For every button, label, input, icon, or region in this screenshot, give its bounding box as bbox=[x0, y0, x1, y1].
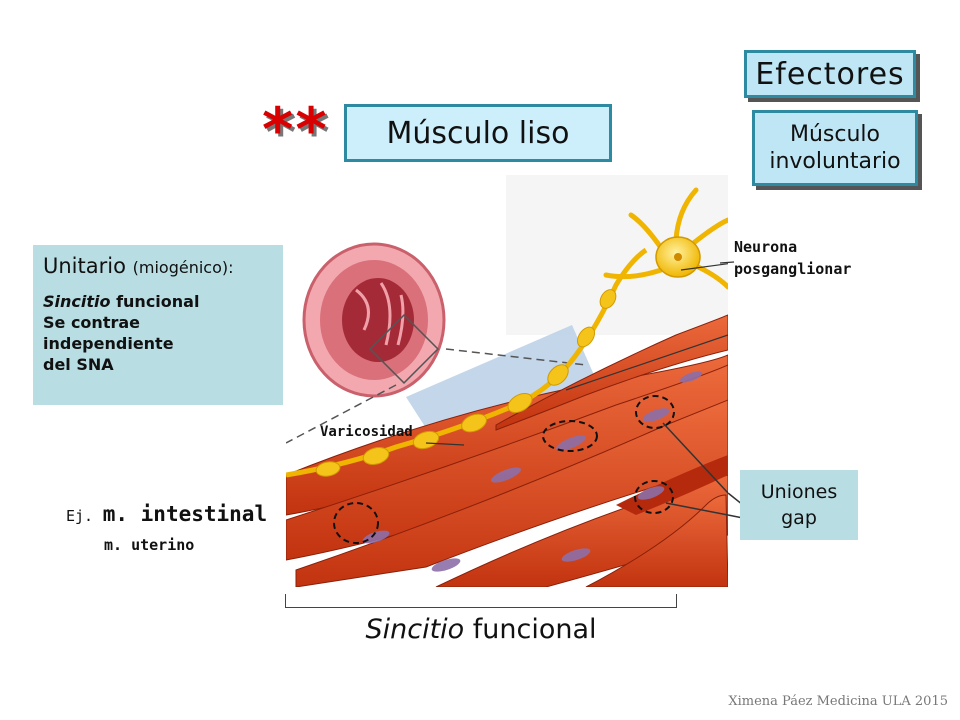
gap-leader bbox=[662, 422, 728, 494]
gap-junction-circle bbox=[634, 480, 674, 514]
zoom-square bbox=[368, 313, 440, 385]
unitario-heading: Unitario bbox=[43, 254, 126, 278]
varicosities bbox=[315, 289, 617, 477]
nucleus bbox=[679, 371, 703, 383]
varicosity bbox=[412, 430, 440, 450]
nucleus bbox=[431, 558, 461, 572]
involuntario-line1: Músculo bbox=[790, 122, 880, 147]
unitario-paren: (miogénico): bbox=[132, 258, 234, 277]
sincitio-caption: Sincitio funcional bbox=[285, 614, 677, 645]
sincitio-italic: Sincitio bbox=[43, 292, 111, 311]
red-stars: ** bbox=[262, 95, 329, 165]
varicosity bbox=[547, 364, 569, 386]
example-second: m. uterino bbox=[104, 536, 195, 554]
unitario-line-1: Sincitio funcional bbox=[43, 291, 273, 312]
efectores-box: Efectores bbox=[744, 50, 916, 98]
gap-junction-markers bbox=[333, 395, 675, 544]
nucleus bbox=[642, 408, 670, 422]
neurona-leader-ext bbox=[720, 261, 735, 264]
unitario-line-3: independiente bbox=[43, 334, 174, 353]
sincitio-bracket bbox=[285, 594, 677, 608]
zoom-line bbox=[286, 384, 397, 444]
gap-junction-circle bbox=[333, 502, 379, 544]
muscle-cell bbox=[495, 314, 728, 431]
gap-junction-circle bbox=[542, 420, 598, 452]
dendrite bbox=[603, 267, 664, 280]
gap-junction-box: Uniones gap bbox=[740, 470, 858, 540]
gap-leader bbox=[665, 502, 728, 516]
nuclei bbox=[362, 371, 703, 572]
dendrite bbox=[673, 187, 699, 243]
nucleus bbox=[637, 486, 665, 500]
varicosity bbox=[507, 393, 533, 413]
nucleus bbox=[491, 467, 521, 483]
unitario-box: Unitario (miogénico): Sincitio funcional… bbox=[33, 245, 283, 405]
varicosity bbox=[599, 289, 617, 309]
efectores-label: Efectores bbox=[755, 56, 905, 92]
neurona-leader bbox=[565, 334, 728, 391]
neurona-leader bbox=[680, 263, 728, 271]
title-box: Músculo liso bbox=[344, 104, 612, 162]
nucleus bbox=[561, 548, 591, 562]
gap-line1: Uniones bbox=[760, 481, 838, 503]
sincitio-rest: funcional bbox=[110, 292, 200, 311]
involuntario-box: Músculo involuntario bbox=[752, 110, 918, 186]
unitario-line-4: del SNA bbox=[43, 355, 114, 374]
muscle-cell bbox=[295, 399, 728, 587]
varicosity bbox=[315, 461, 341, 477]
gap-junction-circle bbox=[635, 395, 675, 429]
author-credit: Ximena Páez Medicina ULA 2015 bbox=[728, 694, 948, 709]
varicosity bbox=[461, 413, 487, 433]
varicosity bbox=[362, 447, 390, 465]
example-first: m. intestinal bbox=[102, 502, 268, 526]
varicosidad-leader bbox=[425, 442, 465, 446]
nucleus bbox=[556, 435, 586, 451]
sincitio-caption-italic: Sincitio bbox=[365, 614, 465, 645]
varicosidad-label: Varicosidad bbox=[320, 424, 413, 440]
vessel-folds bbox=[355, 282, 405, 346]
unitario-line-2: Se contrae bbox=[43, 313, 140, 332]
nucleus bbox=[362, 530, 390, 544]
muscle-cell bbox=[585, 494, 728, 587]
vessel-cross-section bbox=[302, 242, 446, 398]
neurona-line1: Neurona bbox=[734, 238, 798, 256]
involuntario-line2: involuntario bbox=[769, 149, 901, 174]
neurona-label: Neurona posganglionar bbox=[734, 236, 851, 280]
example-line: Ej. m. intestinal bbox=[66, 502, 267, 526]
page-title: Músculo liso bbox=[386, 115, 570, 151]
sincitio-caption-rest: funcional bbox=[464, 614, 597, 645]
neurona-line2: posganglionar bbox=[734, 260, 852, 278]
unitario-title: Unitario (miogénico): bbox=[43, 253, 273, 281]
vessel-lumen bbox=[342, 278, 414, 362]
neuron-nucleus bbox=[674, 253, 682, 261]
muscle-cells bbox=[286, 314, 728, 587]
dendrite bbox=[688, 217, 728, 248]
varicosity bbox=[576, 326, 596, 348]
gap-line2: gap bbox=[781, 507, 817, 529]
zoom-line bbox=[445, 348, 587, 366]
example-prefix: Ej. bbox=[66, 507, 94, 525]
unitario-lines: Sincitio funcional Se contrae independie… bbox=[43, 291, 273, 375]
muscle-cell bbox=[616, 455, 728, 515]
smooth-muscle-illustration bbox=[286, 175, 728, 587]
